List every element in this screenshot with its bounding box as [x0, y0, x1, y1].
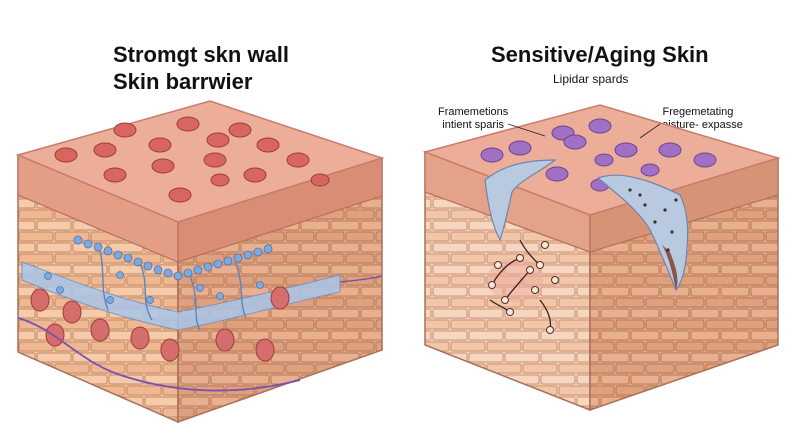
- aging-skin-block: [422, 104, 781, 412]
- callout-left: Framemetions intient sparis: [438, 106, 508, 132]
- left-vessel-end: [339, 275, 383, 283]
- crack-tip: [662, 245, 678, 290]
- left-vessel: [17, 317, 301, 392]
- left-title-line2: Skin barrwier: [113, 69, 253, 94]
- left-title-line1: Stromgt skn wall: [113, 42, 290, 67]
- callout-left-leader: [507, 123, 546, 137]
- crack-dots: [628, 188, 678, 252]
- right-title: Sensitive/Aging Skin: [491, 42, 709, 67]
- callout-right-line1: Fregemetating: [662, 106, 734, 118]
- callout-right-leader: [639, 123, 661, 139]
- inflammation-cells: [488, 241, 559, 334]
- right-crack: [596, 174, 689, 292]
- healthy-skin-block: [15, 100, 385, 424]
- left-top-surface: [15, 100, 385, 223]
- callout-left-line1: Framemetions: [438, 106, 509, 118]
- right-subtitle: Lipidar spards: [553, 72, 629, 86]
- lipid-channels: [99, 249, 247, 331]
- left-dermis-cells: [30, 286, 290, 362]
- left-top-cells: [54, 116, 330, 203]
- right-top-cells: [480, 118, 717, 192]
- left-crack: [484, 159, 557, 242]
- callout-left-line2: intient sparis: [442, 119, 505, 131]
